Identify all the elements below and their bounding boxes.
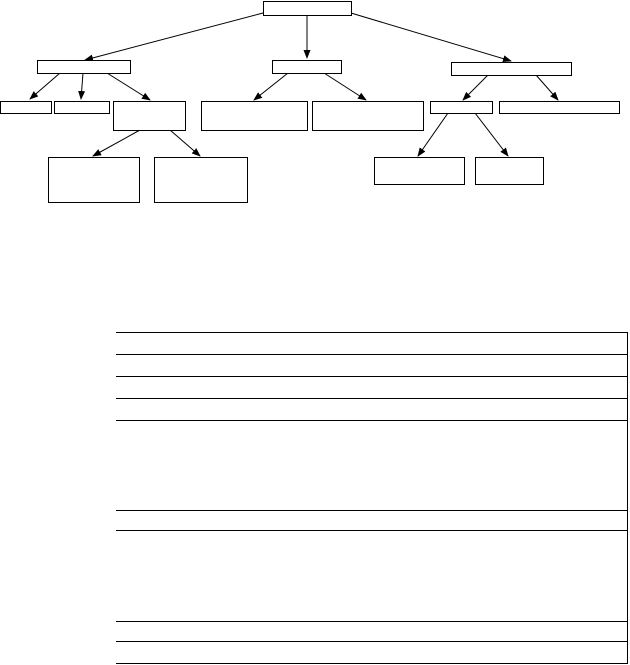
node-right-child-1 bbox=[430, 101, 493, 114]
edge-branch-left-to-left-child-3 bbox=[106, 72, 151, 101]
node-box-branch-right bbox=[451, 62, 572, 76]
node-right-grandchild-1 bbox=[374, 157, 465, 185]
node-left-child-2 bbox=[54, 101, 110, 114]
edge-root-to-branch-left bbox=[84, 12, 264, 62]
node-box-middle-child-1 bbox=[201, 101, 308, 131]
edge-branch-middle-to-middle-child-1 bbox=[253, 72, 289, 101]
node-box-right-child-1 bbox=[430, 101, 493, 114]
ruled-table bbox=[116, 332, 628, 664]
node-box-middle-child-2 bbox=[312, 101, 424, 131]
node-left-grandchild-2 bbox=[154, 157, 248, 203]
edge-branch-left-to-left-child-1 bbox=[29, 72, 61, 100]
node-branch-left bbox=[37, 60, 131, 74]
node-box-left-child-3 bbox=[113, 101, 186, 131]
node-left-child-1 bbox=[0, 101, 52, 114]
node-box-left-grandchild-1 bbox=[48, 157, 140, 203]
edge-branch-right-to-right-child-2 bbox=[535, 74, 559, 101]
node-box-branch-middle bbox=[272, 60, 342, 74]
edge-left-child-3-to-left-grandchild-1 bbox=[92, 129, 141, 157]
edge-branch-right-to-right-child-1 bbox=[462, 74, 489, 101]
node-middle-child-2 bbox=[312, 101, 424, 131]
node-box-left-grandchild-2 bbox=[154, 157, 248, 203]
edge-branch-middle-to-middle-child-2 bbox=[323, 72, 367, 101]
edge-right-child-1-to-right-grandchild-2 bbox=[474, 112, 509, 157]
node-box-root bbox=[263, 1, 352, 16]
edge-right-child-1-to-right-grandchild-1 bbox=[417, 112, 449, 157]
node-branch-middle bbox=[272, 60, 342, 74]
node-box-left-child-2 bbox=[54, 101, 110, 114]
node-right-grandchild-2 bbox=[475, 157, 544, 185]
edge-left-child-3-to-left-grandchild-2 bbox=[169, 129, 201, 157]
edge-branch-left-to-left-child-2 bbox=[78, 72, 86, 100]
node-root bbox=[263, 1, 352, 16]
edge-root-to-branch-right bbox=[350, 12, 512, 63]
tree-edges bbox=[29, 12, 559, 157]
node-left-child-3 bbox=[113, 101, 186, 131]
node-left-grandchild-1 bbox=[48, 157, 140, 203]
node-box-branch-left bbox=[37, 60, 131, 74]
node-middle-child-1 bbox=[201, 101, 308, 131]
node-branch-right bbox=[451, 62, 572, 76]
node-box-right-grandchild-2 bbox=[475, 157, 544, 185]
node-box-right-grandchild-1 bbox=[374, 157, 465, 185]
node-box-right-child-2 bbox=[499, 101, 620, 114]
tree-nodes bbox=[0, 1, 620, 203]
node-box-left-child-1 bbox=[0, 101, 52, 114]
node-right-child-2 bbox=[499, 101, 620, 114]
